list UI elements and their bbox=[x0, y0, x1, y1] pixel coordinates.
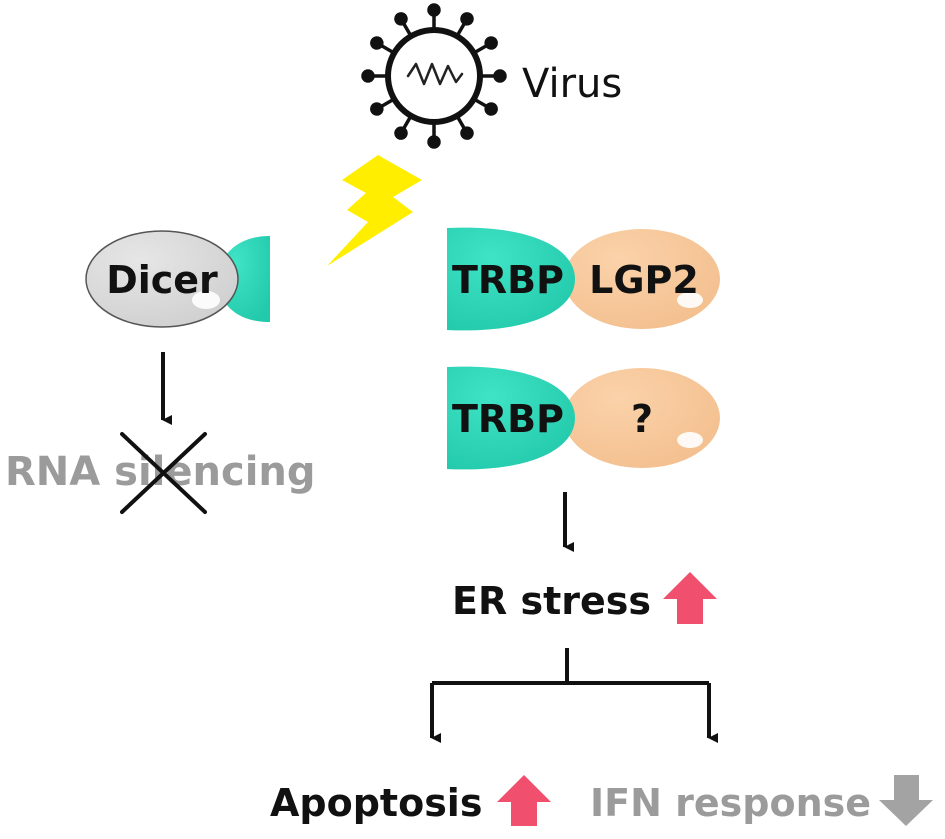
lightning-bolt-icon bbox=[327, 155, 422, 266]
virus-label: Virus bbox=[522, 61, 622, 107]
arrow-up-icon bbox=[663, 572, 717, 624]
trbp-unknown-complex: TRBP ? bbox=[447, 366, 720, 470]
virus-icon bbox=[361, 3, 507, 149]
trbp-lgp2-complex: TRBP LGP2 bbox=[447, 227, 720, 331]
dicer-complex: Dicer bbox=[85, 230, 270, 328]
ifn-response-label: IFN response bbox=[590, 781, 871, 825]
branch-connector bbox=[430, 648, 718, 743]
trbp-protein-top bbox=[447, 227, 575, 331]
unknown-label: ? bbox=[631, 397, 653, 441]
er-stress-label: ER stress bbox=[452, 579, 651, 623]
arrow-up-icon bbox=[497, 775, 551, 826]
trbp-top-label: TRBP bbox=[452, 258, 564, 302]
arrow-down-icon bbox=[879, 775, 933, 826]
trbp-protein-bottom bbox=[447, 366, 575, 470]
dicer-label: Dicer bbox=[106, 258, 218, 302]
trbp-bottom-label: TRBP bbox=[452, 397, 564, 441]
apoptosis-label: Apoptosis bbox=[270, 781, 482, 825]
cross-mark-icon bbox=[120, 432, 207, 514]
lgp2-label: LGP2 bbox=[589, 258, 699, 302]
rna-squiggle bbox=[406, 62, 464, 86]
